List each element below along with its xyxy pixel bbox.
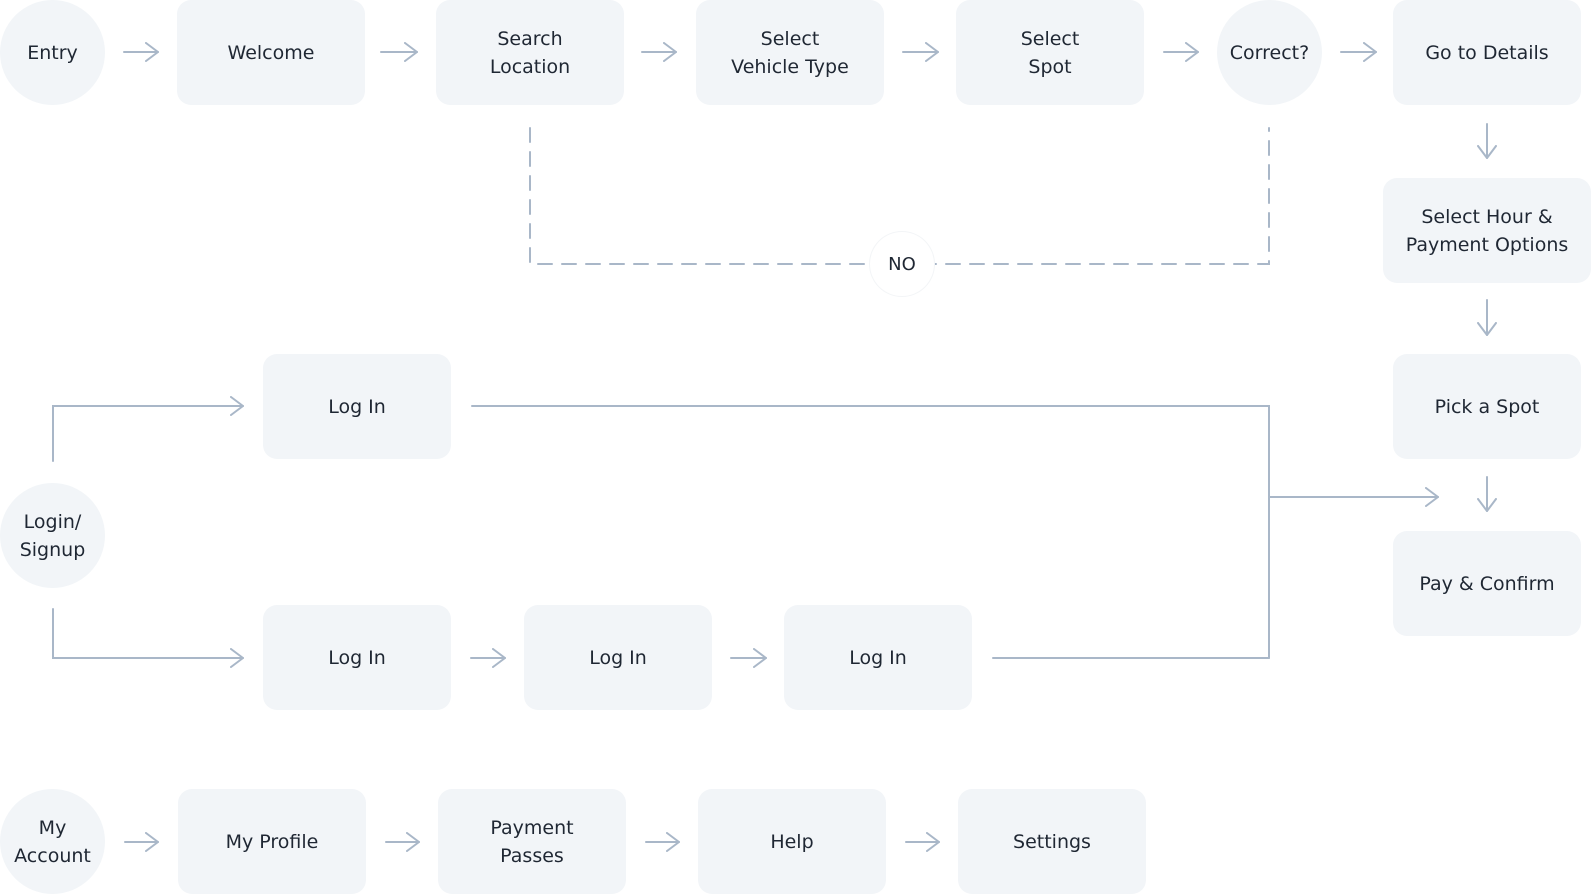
node-search-location-label: Search Location [489, 27, 571, 78]
node-search-location: Search Location [436, 0, 624, 105]
node-select-hour-payment-label: Select Hour & Payment Options [1405, 205, 1569, 256]
node-help: Help [698, 789, 886, 894]
node-select-hour-payment: Select Hour & Payment Options [1383, 178, 1591, 283]
node-log-in-bottom-1: Log In [263, 605, 451, 710]
node-select-vehicle-type: Select Vehicle Type [696, 0, 884, 105]
node-log-in-bottom-3: Log In [784, 605, 972, 710]
node-my-account: My Account [0, 789, 105, 894]
node-welcome: Welcome [177, 0, 365, 105]
node-correct-decision: Correct? [1217, 0, 1322, 105]
node-select-vehicle-type-label: Select Vehicle Type [731, 27, 849, 78]
node-correct-label: Correct? [1229, 41, 1310, 64]
node-log-in-bottom-1-label: Log In [328, 646, 386, 669]
node-payment-passes-label: Payment Passes [490, 816, 574, 867]
node-payment-passes: Payment Passes [438, 789, 626, 894]
node-pay-confirm: Pay & Confirm [1393, 531, 1581, 636]
node-select-spot: Select Spot [956, 0, 1144, 105]
node-log-in-bottom-2-label: Log In [589, 646, 647, 669]
node-entry: Entry [0, 0, 105, 105]
node-my-profile-label: My Profile [225, 830, 319, 853]
node-pay-confirm-label: Pay & Confirm [1419, 572, 1555, 595]
node-entry-label: Entry [27, 41, 78, 64]
node-welcome-label: Welcome [227, 41, 315, 64]
node-help-label: Help [770, 830, 814, 853]
node-pick-a-spot: Pick a Spot [1393, 354, 1581, 459]
node-settings: Settings [958, 789, 1146, 894]
arrow-login-to-bottom [52, 608, 244, 668]
node-login-signup-label: Login/ Signup [19, 510, 86, 561]
decision-no-label: NO [870, 232, 934, 296]
connector-top-login-merge [471, 405, 1270, 659]
node-log-in-top-label: Log In [328, 395, 386, 418]
node-select-spot-label: Select Spot [1020, 27, 1080, 78]
node-pick-a-spot-label: Pick a Spot [1434, 395, 1540, 418]
node-log-in-bottom-2: Log In [524, 605, 712, 710]
node-go-to-details-label: Go to Details [1425, 41, 1549, 64]
node-settings-label: Settings [1013, 830, 1091, 853]
node-my-account-label: My Account [14, 816, 91, 867]
node-log-in-bottom-3-label: Log In [849, 646, 907, 669]
node-go-to-details: Go to Details [1393, 0, 1581, 105]
node-log-in-top: Log In [263, 354, 451, 459]
arrow-login-to-top [52, 396, 244, 462]
node-my-profile: My Profile [178, 789, 366, 894]
node-login-signup: Login/ Signup [0, 483, 105, 588]
